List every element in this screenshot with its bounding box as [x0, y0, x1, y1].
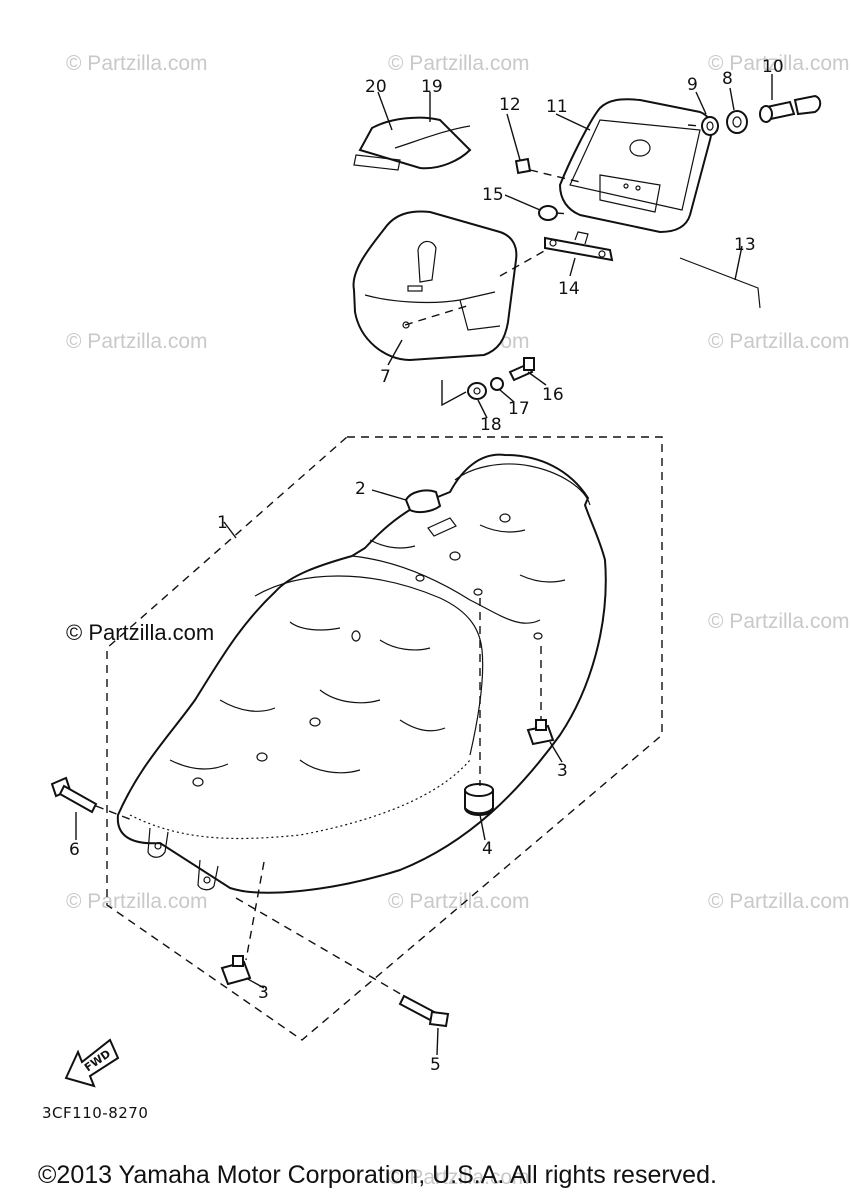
callout-4: 4: [482, 839, 493, 859]
leader-line: [387, 339, 403, 366]
watermark: © Partzilla.com: [66, 330, 208, 353]
part-19-20-strap: [353, 116, 472, 171]
leader-line: [687, 124, 701, 127]
leader-line: [527, 371, 547, 386]
watermark-prominent: © Partzilla.com: [66, 620, 215, 645]
callout-18: 18: [480, 415, 502, 435]
part-8-lock-body: [726, 110, 748, 134]
leader-line: [504, 194, 541, 211]
leader-line: [499, 249, 547, 277]
seat: [116, 453, 607, 894]
callout-1: 1: [217, 513, 228, 533]
callout-10: 10: [762, 57, 784, 77]
leader-line: [235, 897, 405, 997]
callout-20: 20: [365, 77, 387, 97]
watermark: © Partzilla.com: [708, 610, 850, 633]
leader-line: [549, 741, 563, 763]
callout-14: 14: [558, 279, 580, 299]
part-3-nut-left-top: [232, 955, 244, 967]
leader-line: [506, 113, 521, 161]
leader-line: [555, 212, 571, 215]
diagram-code: 3CF110-8270: [42, 1104, 149, 1122]
part-17-washer: [490, 377, 504, 391]
callout-11: 11: [546, 97, 568, 117]
callout-6: 6: [69, 840, 80, 860]
part-4-grommet: [464, 783, 494, 816]
leader-line: [245, 861, 265, 961]
part-7-cover: [352, 210, 518, 362]
watermark: © Partzilla.com: [708, 330, 850, 353]
callout-3: 3: [258, 983, 269, 1003]
leader-line: [477, 399, 488, 419]
callout-13: 13: [734, 235, 756, 255]
leader-line: [371, 489, 407, 501]
watermark: © Partzilla.com: [388, 52, 530, 75]
part-16-screw: [508, 357, 535, 382]
callout-3: 3: [557, 761, 568, 781]
forward-arrow-icon: FWD: [64, 1038, 120, 1088]
part-6-bolt: [50, 776, 98, 814]
leader-line: [245, 977, 265, 989]
watermark: © Partzilla.com: [66, 890, 208, 913]
callout-9: 9: [687, 75, 698, 95]
part-14-bracket: [544, 231, 614, 262]
leader-line: [729, 87, 735, 111]
leader-line: [569, 257, 576, 277]
callout-16: 16: [542, 385, 564, 405]
part-18-washer: [467, 382, 487, 400]
leader-line: [223, 521, 237, 539]
part-5-bolt: [398, 994, 450, 1028]
leader-line: [479, 814, 486, 841]
watermark: © Partzilla.com: [708, 52, 850, 75]
part-13-rod: [679, 257, 761, 309]
part-10-key: [759, 94, 822, 123]
watermark: © Partzilla.com: [388, 890, 530, 913]
leader-line: [441, 380, 467, 407]
callout-2: 2: [355, 479, 366, 499]
callout-5: 5: [430, 1055, 441, 1075]
leader-line: [95, 805, 133, 821]
leader-line: [555, 113, 591, 131]
part-2: [404, 489, 442, 514]
watermark: © Partzilla.com: [388, 1166, 530, 1189]
part-11-cover: [558, 98, 713, 234]
watermark: © Partzilla.com: [708, 890, 850, 913]
leader-line: [529, 169, 581, 183]
watermark: © Partzilla.com: [66, 52, 208, 75]
callout-17: 17: [508, 399, 530, 419]
copyright-notice: ©2013 Yamaha Motor Corporation, U.S.A. A…: [38, 1161, 717, 1189]
leader-line: [499, 389, 515, 403]
callout-12: 12: [499, 95, 521, 115]
leader-line: [436, 1027, 439, 1056]
part-12: [514, 157, 532, 175]
part-3-nut-right-top: [535, 719, 547, 731]
callout-15: 15: [482, 185, 504, 205]
leader-line: [404, 304, 471, 326]
leader-line: [377, 91, 393, 131]
leader-line: [734, 245, 743, 281]
part-15: [538, 205, 558, 221]
callout-8: 8: [722, 69, 733, 89]
part-9-washer: [701, 116, 719, 136]
callout-7: 7: [380, 367, 391, 387]
assembly-boundary: [106, 436, 663, 1041]
leader-line: [695, 91, 707, 115]
callout-19: 19: [421, 77, 443, 97]
